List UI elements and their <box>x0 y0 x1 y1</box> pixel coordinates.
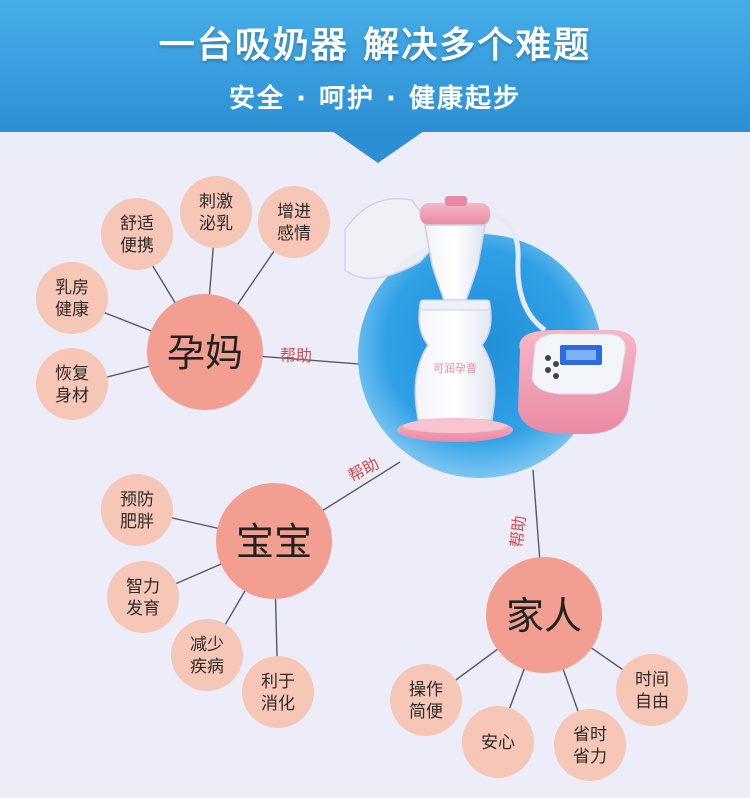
help-label-mom: 帮助 <box>280 346 312 365</box>
header-banner <box>0 0 750 132</box>
pump-bottle <box>414 304 496 421</box>
breast-pump-illustration: 可润孕音 <box>344 196 637 478</box>
mom-benefit-5: 恢复 身材 <box>36 348 108 420</box>
svg-text:恢复: 恢复 <box>55 364 89 384</box>
family-benefit-3: 省时 省力 <box>554 709 626 781</box>
button-icon <box>545 355 551 361</box>
hub-mom-label: 孕妈 <box>167 331 243 375</box>
mom-benefit-3: 增进 感情 <box>258 186 330 258</box>
hub-baby-label: 宝宝 <box>236 520 312 564</box>
svg-text:省时: 省时 <box>573 725 607 745</box>
hub-baby: 宝宝 <box>216 483 332 599</box>
button-icon <box>553 373 559 379</box>
svg-text:刺激: 刺激 <box>199 192 233 212</box>
mom-benefit-4: 乳房 健康 <box>36 262 108 334</box>
svg-text:乳房: 乳房 <box>55 278 89 298</box>
svg-text:自由: 自由 <box>635 692 669 712</box>
svg-text:智力: 智力 <box>126 577 160 597</box>
svg-text:泌乳: 泌乳 <box>199 214 233 234</box>
svg-text:身材: 身材 <box>55 386 89 406</box>
svg-text:预防: 预防 <box>120 490 154 510</box>
baby-benefit-2: 智力 发育 <box>107 561 179 633</box>
page-title: 一台吸奶器 解决多个难题 <box>158 25 592 66</box>
control-unit <box>518 330 637 434</box>
help-label-baby: 帮助 <box>345 454 382 486</box>
svg-text:省力: 省力 <box>573 747 607 767</box>
svg-text:疾病: 疾病 <box>190 657 224 677</box>
pump-cap <box>420 203 490 225</box>
button-icon <box>545 367 551 373</box>
svg-text:消化: 消化 <box>261 694 295 714</box>
button-icon <box>553 361 559 367</box>
header-banner-pointer <box>332 131 424 163</box>
hub-family-label: 家人 <box>506 594 582 638</box>
help-label-family: 帮助 <box>507 515 529 549</box>
svg-text:健康: 健康 <box>55 300 89 320</box>
pump-tube <box>487 211 547 333</box>
family-benefit-2: 安心 <box>462 706 534 778</box>
mom-benefit-2: 刺激 泌乳 <box>180 176 252 248</box>
family-benefit-4: 时间 自由 <box>616 654 688 726</box>
family-benefit-1: 操作 简便 <box>390 664 462 736</box>
baby-benefit-1: 预防 肥胖 <box>101 474 173 546</box>
svg-text:利于: 利于 <box>261 672 295 692</box>
svg-text:便携: 便携 <box>120 236 154 256</box>
svg-text:操作: 操作 <box>409 680 443 700</box>
svg-text:简便: 简便 <box>409 702 443 722</box>
svg-text:减少: 减少 <box>190 635 224 655</box>
svg-text:增进: 增进 <box>277 202 311 222</box>
hub-family: 家人 <box>486 557 602 673</box>
svg-text:肥胖: 肥胖 <box>120 512 154 532</box>
svg-text:发育: 发育 <box>126 599 160 619</box>
svg-text:时间: 时间 <box>635 670 669 690</box>
baby-benefit-3: 减少 疾病 <box>171 619 243 691</box>
page-subtitle: 安全 · 呵护 · 健康起步 <box>229 84 521 114</box>
svg-text:安心: 安心 <box>481 733 515 753</box>
bottle-brand-text: 可润孕音 <box>433 361 477 375</box>
svg-text:感情: 感情 <box>277 224 311 244</box>
mom-benefit-1: 舒适 便携 <box>101 198 173 270</box>
hub-mom: 孕妈 <box>147 294 263 410</box>
svg-text:舒适: 舒适 <box>120 214 154 234</box>
baby-benefit-4: 利于 消化 <box>242 656 314 728</box>
